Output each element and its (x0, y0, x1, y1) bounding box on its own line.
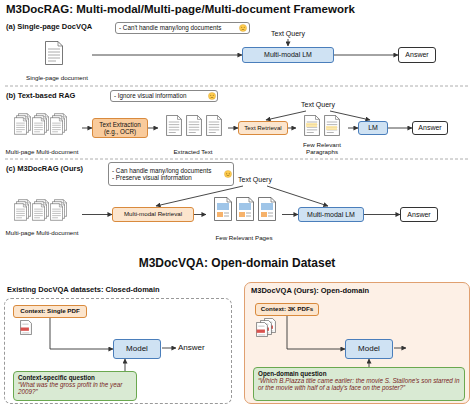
node-text: LM (368, 124, 378, 132)
model-box: LM (358, 121, 388, 135)
flow-arrow (388, 128, 412, 129)
diagram-title: M3DocRAG: Multi-modal/Multi-page/Multi-d… (6, 3, 355, 15)
dataset-panel: Existing DocVQA datasets: Closed-domainC… (4, 298, 232, 404)
node-text: Model (126, 345, 148, 354)
section-heading: (c) M3DocRAG (Ours) (6, 165, 83, 173)
paragraph-pages: Few Relevant Paragraphs (296, 112, 348, 156)
flow-arrow (334, 55, 398, 56)
node-text: - Ignore visual information (114, 92, 186, 99)
section-heading: (a) Single-page DocVQA (6, 23, 92, 31)
note-box: - Ignore visual information (110, 90, 218, 102)
node-text: “What was the gross profit in the year 2… (18, 381, 132, 395)
flow-arrow (369, 359, 370, 367)
node-text: Text Retrieval (244, 125, 281, 132)
context-box: Context: Single PDF (13, 305, 87, 318)
flow-arrow (125, 359, 126, 371)
document-stack: Multi-page Multi-document (2, 112, 82, 156)
answer-box: Answer (398, 47, 436, 63)
node-text: “Which B.Piazza title came earlier: the … (258, 377, 460, 391)
flow-arrow (282, 214, 298, 215)
node-text: Model (358, 345, 380, 354)
document-stack: Multi-page Multi-document (2, 193, 82, 237)
page-images: Few Relevant Pages (206, 192, 282, 242)
flow-arrow (194, 214, 206, 215)
node-text: - Can handle many/long documents (112, 167, 211, 174)
node-text: - Preserve visual information (112, 174, 192, 181)
node-text: Open-domain question (258, 370, 327, 377)
flow-arrow (288, 128, 296, 129)
query-label: Text Query (263, 30, 313, 38)
flow-arrow (364, 214, 400, 215)
node-text: - Can't handle many/long documents (119, 24, 221, 31)
node-text: Extracted Text (173, 149, 212, 156)
retrieval-box: Multi-modal Retrieval (112, 207, 194, 222)
question-box: Open-domain question“Which B.Piazza titl… (253, 367, 465, 401)
note-box: - Can handle many/long documents- Preser… (108, 162, 234, 186)
model-box: Multi-modal LM (242, 47, 334, 63)
dataset-panel: M3DocVQA (Ours): Open-domainContext: 3K … (244, 282, 470, 404)
node-text: M3DocVQA (Ours): Open-domain (251, 287, 369, 295)
dataset-title: M3DocVQA: Open-domain Dataset (0, 257, 474, 270)
model-box: Model (345, 339, 393, 359)
flow-arrow (287, 316, 345, 349)
node-text: Multi-modal LM (307, 211, 355, 219)
note-box: - Can't handle many/long documents (115, 22, 250, 34)
node-text: Answer (407, 211, 430, 219)
model-box: Multi-modal LM (298, 207, 364, 222)
answer-box: Answer (412, 121, 448, 135)
node-text: Context-specific question (18, 374, 95, 381)
node-text: Multi-modal LM (264, 51, 312, 59)
node-text: Few Relevant Paragraphs (296, 142, 348, 156)
node-text: Few Relevant Pages (215, 235, 272, 242)
flow-arrow (148, 128, 158, 129)
flow-arrow (50, 318, 113, 349)
flow-arrow (348, 128, 358, 129)
question-box: Context-specific question“What was the g… (13, 371, 137, 401)
model-box: Model (113, 339, 161, 359)
node-text: Answer (418, 124, 441, 132)
flow-arrow (92, 55, 242, 56)
query-label: Text Query (230, 176, 280, 184)
section-heading: (b) Text-based RAG (6, 92, 75, 100)
node-text: Context: Single PDF (20, 308, 79, 315)
flow-arrow (82, 128, 92, 129)
flow-arrow (82, 214, 112, 215)
extracted-text: Extracted Text (158, 112, 228, 156)
flow-arrow (228, 128, 238, 129)
extraction-box: Text Extraction (e.g., OCR) (92, 118, 148, 138)
node-text: Existing DocVQA datasets: Closed-domain (7, 286, 160, 294)
answer-box: Answer (400, 207, 438, 222)
node-text: Context: 3K PDFs (261, 306, 313, 313)
query-label: Text Query (293, 101, 343, 109)
context-box: Context: 3K PDFs (255, 303, 319, 316)
node-text: Multi-page Multi-document (6, 149, 79, 156)
document-icon: Single-page document (22, 40, 92, 82)
node-text: Multi-modal Retrieval (124, 211, 182, 218)
retrieval-box: Text Retrieval (238, 121, 288, 135)
answer-label: Answer (178, 344, 205, 353)
node-text: Multi-page Multi-document (6, 230, 79, 237)
node-text: Answer (405, 51, 428, 59)
node-text: Single-page document (26, 75, 88, 82)
node-text: Text Extraction (e.g., OCR) (94, 121, 146, 135)
